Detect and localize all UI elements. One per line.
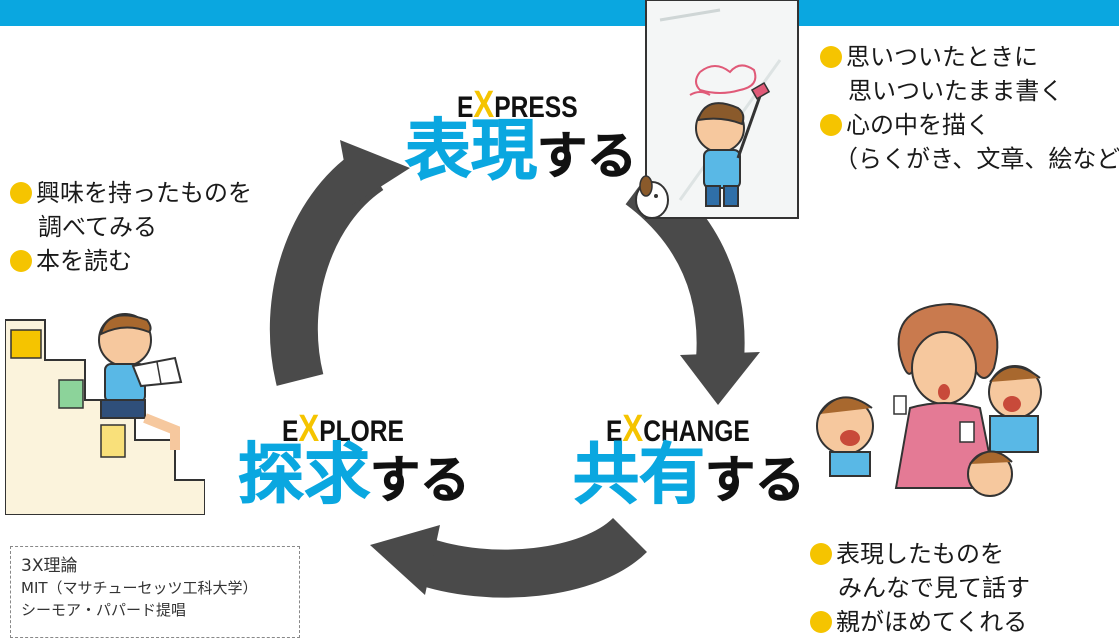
bullet-dot-icon: [820, 46, 842, 68]
explore-bullets: 興味を持ったものを 調べてみる 本を読む: [10, 176, 252, 278]
bullet-item: 興味を持ったものを: [10, 176, 252, 210]
arrow-head-exchange: [680, 352, 760, 405]
credit-title: 3X理論: [21, 556, 78, 576]
arrow-exchange-to-explore: [411, 517, 647, 598]
exchange-title-en: EXCHANGE: [606, 408, 750, 450]
credit-box: 3X理論 MIT（マサチューセッツ工科大学） シーモア・パパード提唱: [10, 546, 300, 638]
bullet-item-cont: みんなで見て話す: [838, 574, 1030, 602]
bullet-item: 表現したものを: [810, 537, 1030, 571]
exchange-bullets: 表現したものを みんなで見て話す 親がほめてくれる: [810, 537, 1030, 639]
arrow-explore-to-express: [269, 150, 385, 386]
bullet-item: 思いついたときに: [820, 40, 1119, 74]
child-reading-on-stairs-illustration: [5, 313, 205, 515]
bullet-item: 親がほめてくれる: [810, 605, 1030, 639]
bullet-dot-icon: [820, 114, 842, 136]
bullet-item-cont: 調べてみる: [38, 213, 158, 241]
child-drawing-on-mirror-illustration: [635, 0, 799, 219]
explore-title-ja: 探求する: [238, 436, 471, 513]
bullet-item: 心の中を描く: [820, 108, 1119, 142]
header-bar: [0, 0, 1119, 26]
bullet-item-cont: （らくがき、文章、絵など）: [834, 145, 1119, 173]
credit-line-2: シーモア・パパード提唱: [21, 601, 187, 619]
bullet-item: 本を読む: [10, 244, 252, 278]
arrow-head-explore: [370, 525, 440, 595]
explore-title-en: EXPLORE: [282, 408, 404, 450]
credit-line-1: MIT（マサチューセッツ工科大学）: [21, 579, 258, 597]
bullet-dot-icon: [10, 250, 32, 272]
arrow-head-express: [340, 140, 410, 205]
exchange-title-ja: 共有する: [573, 436, 806, 513]
bullet-dot-icon: [810, 611, 832, 633]
bullet-dot-icon: [810, 543, 832, 565]
family-sharing-illustration: [816, 302, 1042, 497]
express-title-ja: 表現する: [405, 112, 638, 189]
bullet-item-cont: 思いついたまま書く: [848, 77, 1064, 105]
express-bullets: 思いついたときに 思いついたまま書く 心の中を描く （らくがき、文章、絵など）: [820, 40, 1119, 176]
bullet-dot-icon: [10, 182, 32, 204]
express-title-en: EXPRESS: [457, 84, 578, 126]
